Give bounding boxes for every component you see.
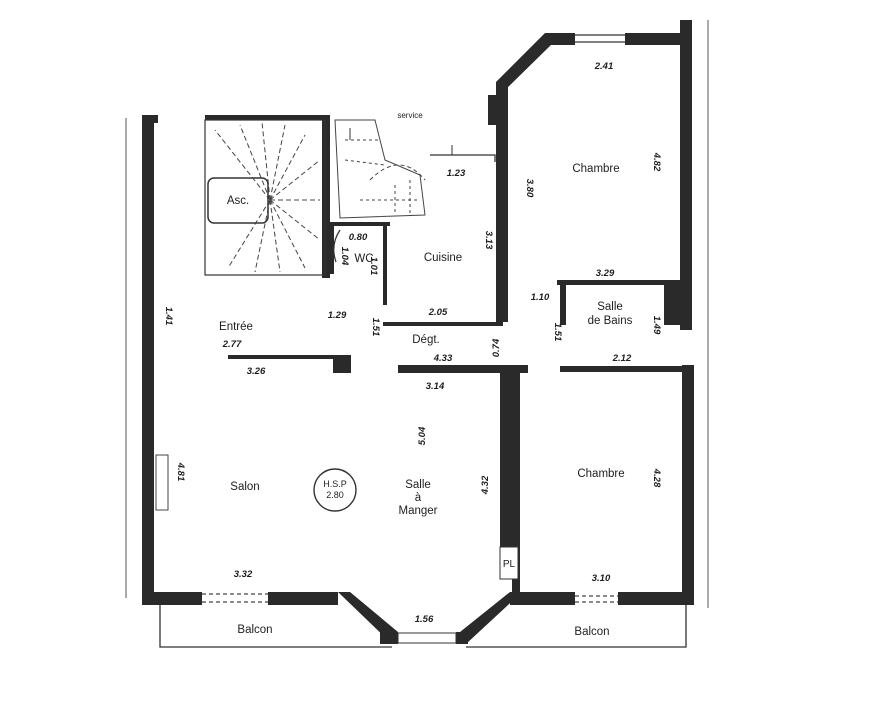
wall-bottom-left-b [268,592,338,605]
wall-corridor-left-end [333,355,351,373]
dim-1-56: 1.56 [415,614,434,625]
label-salon: Salon [230,481,259,493]
label-degt: Dégt. [412,334,440,346]
stair-wall-top [205,115,330,120]
wall-bay-left [338,592,398,644]
dim-3-29: 3.29 [596,268,615,279]
label-chambre-1: Chambre [572,163,619,175]
room-labels: Chambre Chambre Cuisine WC Entrée Dégt. … [219,111,633,638]
dim-4-33: 4.33 [433,353,453,364]
dim-1-01: 1.01 [368,257,379,276]
wall-bedroom2-top [560,366,682,372]
dim-1-29: 1.29 [328,310,347,321]
label-entree: Entrée [219,321,253,333]
dim-4-32: 4.32 [480,475,491,495]
dim-1-51b: 1.51 [552,323,563,342]
label-hsp-1: H.S.P [323,479,347,489]
dim-2-77: 2.77 [222,339,242,350]
hsp-circle [313,468,357,512]
wall-chambre-diagonal [496,33,553,90]
label-sdb-line1: Salle [597,301,623,313]
label-sdb-line2: de Bains [588,315,633,327]
label-balcon-right: Balcon [574,626,609,638]
wall-cuisine-bottom [383,322,503,326]
wall-sdb-left [560,285,566,325]
door-wc [333,229,341,263]
dim-4-81: 4.81 [175,462,186,482]
wall-bay-right [460,592,522,644]
walls [142,20,694,644]
wall-chambre-bottom [557,280,682,285]
service-door [430,154,496,162]
dim-1-41: 1.41 [163,307,174,326]
elevator-box [207,177,269,224]
wall-top-chambre-b [625,33,685,45]
dimension-labels: 2.41 4.82 3.80 3.29 1.23 0.80 1.04 1.01 … [163,61,662,625]
dim-0-80: 0.80 [349,232,368,243]
wall-bay-bottom-b [456,632,468,644]
label-pl: PL [503,559,516,570]
wall-left [142,115,154,605]
wall-corridor-left [228,355,338,359]
dim-3-13: 3.13 [483,231,494,250]
wall-bay-bottom-a [380,632,398,644]
label-salle-line1: Salle [405,479,431,491]
dim-5-04: 5.04 [417,426,428,445]
label-salle-line2: à [415,492,422,504]
dim-2-05: 2.05 [428,307,448,318]
wall-top-left-stub [142,115,158,123]
dim-0-74: 0.74 [491,338,502,357]
balcony-right-outline [466,605,687,648]
wall-wc-top [330,222,390,226]
dim-1-49: 1.49 [651,316,662,335]
wall-degt-bottom [398,365,528,373]
label-chambre-2: Chambre [577,468,624,480]
balcony-left-outline [159,605,392,648]
wall-top-chambre-a [545,33,575,45]
dim-2-41: 2.41 [594,61,614,72]
dim-4-28: 4.28 [651,468,662,488]
window-bay-center [397,632,457,644]
dim-3-14: 3.14 [426,381,445,392]
details [155,34,687,648]
wall-right-upper [680,20,692,330]
label-wc: WC [354,253,373,265]
stair-wall-right [322,118,330,278]
wall-bottom-left-a [142,592,202,605]
label-balcon-left: Balcon [237,624,272,636]
wall-chambre-left-stub [488,95,498,125]
dim-3-26: 3.26 [247,366,266,377]
label-asc: Asc. [227,195,249,207]
dim-3-32: 3.32 [234,569,253,580]
wall-right-lower [682,365,694,605]
wall-cuisine-left [383,225,387,305]
label-cuisine: Cuisine [424,252,462,264]
dim-3-80: 3.80 [524,179,535,198]
label-service: service [397,111,423,120]
dim-1-10: 1.10 [531,292,550,303]
wall-bottom-right-a [510,592,575,605]
dim-2-12: 2.12 [612,353,632,364]
wall-right-mid [664,285,682,325]
wall-wc-left [330,222,334,274]
dim-4-82: 4.82 [651,152,662,172]
dim-1-23: 1.23 [447,168,466,179]
dim-3-10: 3.10 [592,573,611,584]
label-hsp-2: 2.80 [326,490,344,500]
stair-block [204,119,326,276]
dim-1-51: 1.51 [370,318,381,337]
wall-chambre-left [496,82,508,322]
dim-1-04: 1.04 [339,247,350,266]
wall-bottom-right-b [618,592,693,605]
service-stair [334,119,426,219]
label-salle-line3: Manger [399,505,438,517]
radiator-salon [155,454,169,511]
pl-box [499,546,519,580]
wall-salle-right [500,372,520,547]
